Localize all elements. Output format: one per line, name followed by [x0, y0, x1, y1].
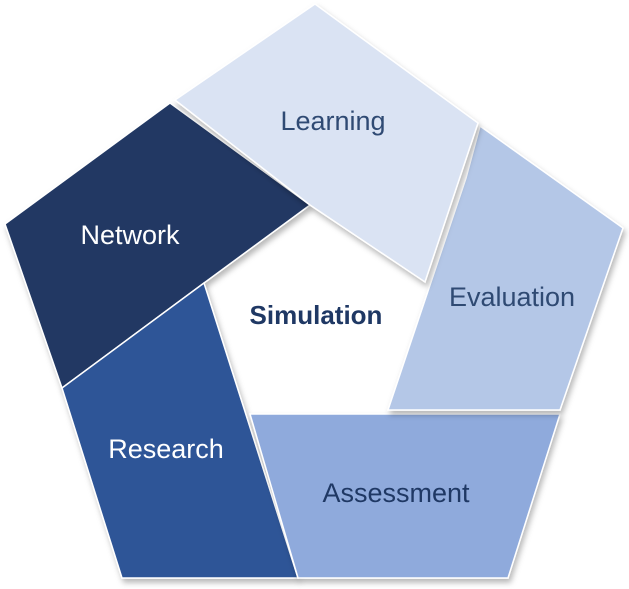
- segment-network-shape: [4, 102, 312, 390]
- segment-assessment-shape: [248, 413, 562, 579]
- segment-assessment-label: Assessment: [322, 478, 470, 508]
- segment-evaluation-shape: [386, 124, 624, 411]
- segment-research: Research: [61, 281, 300, 579]
- segment-assessment: Assessment: [248, 413, 562, 579]
- segment-learning-label: Learning: [280, 106, 385, 136]
- segment-learning-shape: [173, 3, 479, 284]
- center-label: Simulation: [250, 300, 383, 330]
- segment-learning: Learning: [173, 3, 479, 284]
- segment-evaluation-label: Evaluation: [449, 282, 575, 312]
- segment-network: Network: [4, 102, 312, 390]
- segment-research-label: Research: [108, 434, 224, 464]
- segment-network-label: Network: [80, 220, 180, 250]
- segment-evaluation: Evaluation: [386, 124, 624, 411]
